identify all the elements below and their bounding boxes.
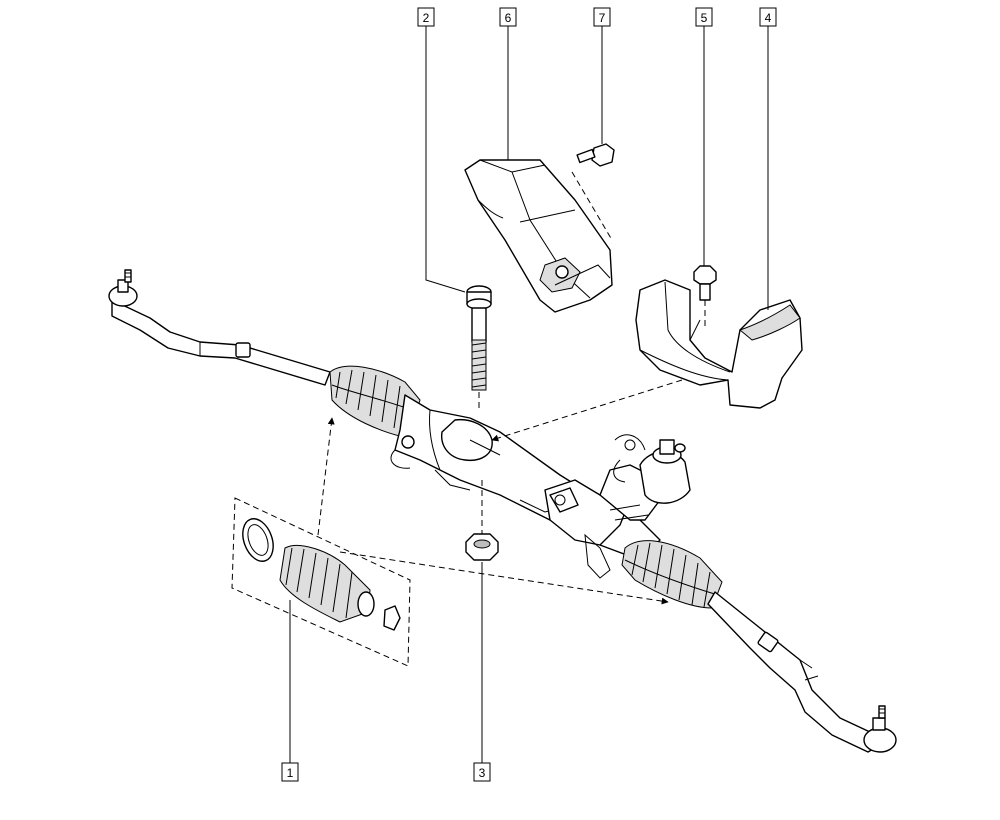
lower-heat-shield <box>635 279 803 409</box>
long-mounting-bolt <box>466 285 492 391</box>
shield-bolt <box>576 143 615 167</box>
right-tie-rod-end <box>863 705 897 753</box>
svg-text:5: 5 <box>701 11 708 25</box>
callout-2: 2 <box>417 7 435 27</box>
right-rack-bellows <box>621 540 723 609</box>
callout-5: 5 <box>695 7 713 27</box>
callout-3: 3 <box>473 762 491 782</box>
svg-text:6: 6 <box>505 11 512 25</box>
callout-6: 6 <box>499 7 517 27</box>
assembly-lines <box>317 171 706 605</box>
pinion-valve-housing <box>544 434 691 579</box>
callout-7: 7 <box>593 7 611 27</box>
svg-text:2: 2 <box>423 11 430 25</box>
upper-heat-shield <box>464 159 613 313</box>
svg-text:3: 3 <box>479 766 486 780</box>
callout-1: 1 <box>281 762 299 782</box>
svg-text:7: 7 <box>599 11 606 25</box>
flange-nut <box>465 533 499 561</box>
left-tie-rod <box>111 299 331 386</box>
steering-boot-kit <box>231 497 411 667</box>
steering-rack-assembly <box>108 269 897 753</box>
svg-text:4: 4 <box>765 11 772 25</box>
bracket-bolt <box>693 265 717 301</box>
right-tie-rod <box>707 591 881 753</box>
left-tie-rod-end <box>108 269 138 307</box>
callout-4: 4 <box>759 7 777 27</box>
svg-text:1: 1 <box>287 766 294 780</box>
callout-leaders <box>289 26 769 763</box>
